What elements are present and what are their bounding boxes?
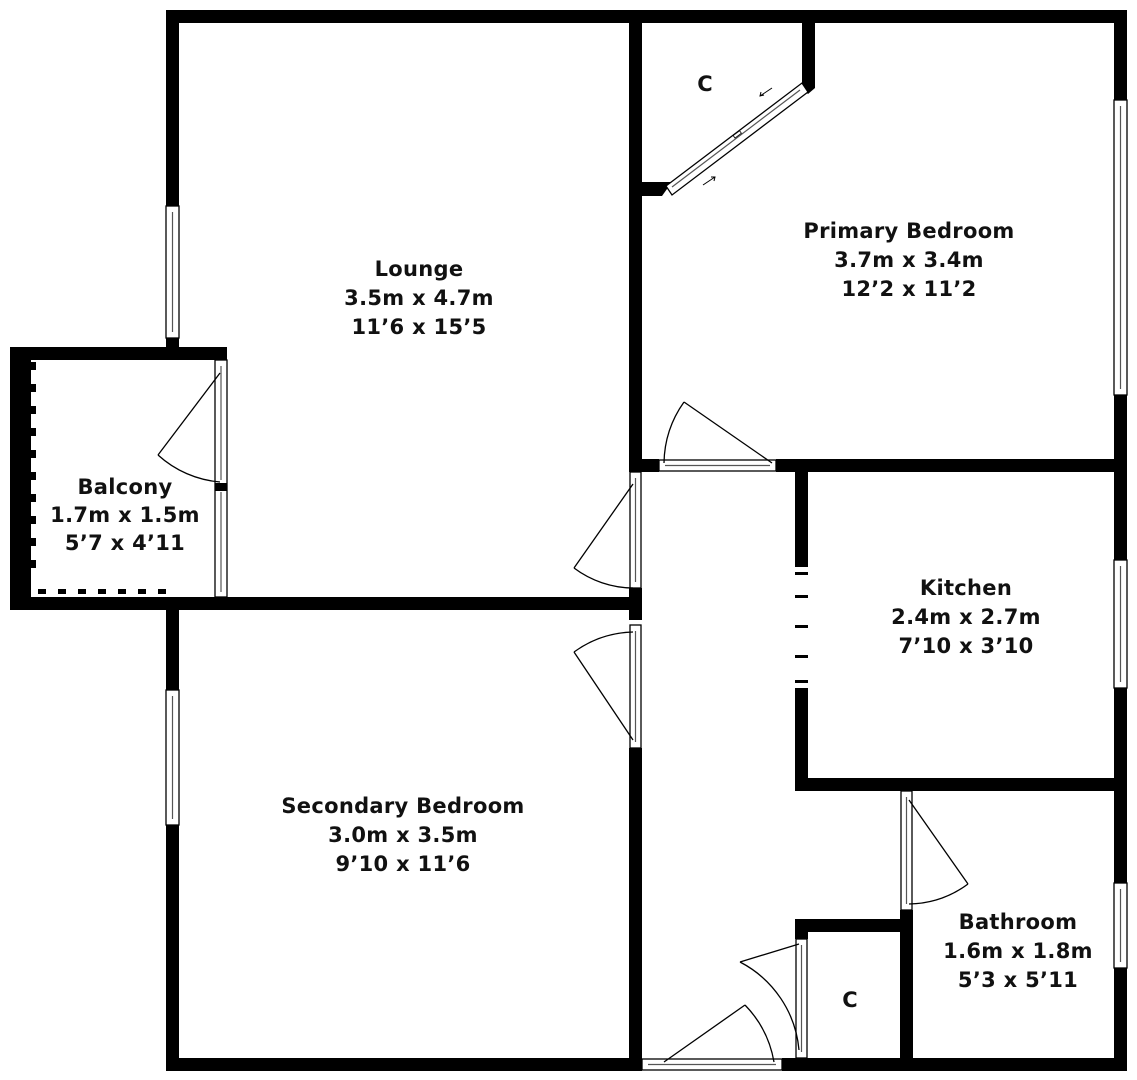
wall-kitchen-left-top bbox=[795, 459, 808, 567]
wall-left-lounge-top bbox=[166, 10, 179, 206]
wall-lounge-primary bbox=[629, 10, 642, 472]
room-name: Bathroom bbox=[959, 910, 1078, 934]
wall-balcony-bottom bbox=[10, 597, 642, 610]
room-metric: 3.7m x 3.4m bbox=[834, 248, 984, 272]
wall-right-2 bbox=[1114, 395, 1127, 560]
door-balcony bbox=[157, 359, 228, 598]
window-primary bbox=[1113, 99, 1128, 396]
wall-hall-left bbox=[629, 748, 642, 1071]
room-label-secondary-bedroom: Secondary Bedroom 3.0m x 3.5m 9’10 x 11’… bbox=[281, 794, 524, 876]
wall-bathroom-left bbox=[900, 910, 913, 1071]
door-lounge bbox=[573, 471, 642, 589]
balcony-railing bbox=[23, 360, 166, 600]
room-imperial: 11’6 x 15’5 bbox=[351, 315, 486, 339]
room-metric: 1.6m x 1.8m bbox=[943, 939, 1093, 963]
room-name: Kitchen bbox=[920, 576, 1012, 600]
room-label-primary-bedroom: Primary Bedroom 3.7m x 3.4m 12’2 x 11’2 bbox=[803, 219, 1014, 301]
room-metric: 2.4m x 2.7m bbox=[891, 605, 1041, 629]
room-name: Lounge bbox=[375, 257, 464, 281]
wall-balcony-top bbox=[10, 347, 227, 360]
wall-kitchen-left-bottom bbox=[795, 688, 808, 791]
sliding-arrow-top bbox=[759, 87, 773, 97]
room-imperial: 12’2 x 11’2 bbox=[841, 277, 976, 301]
door-entrance bbox=[641, 1004, 783, 1071]
room-imperial: 5’3 x 5’11 bbox=[958, 968, 1078, 992]
wall-left-bed2-top bbox=[166, 598, 179, 690]
windows bbox=[165, 99, 1128, 969]
wall-closet-bottom bbox=[629, 182, 672, 196]
window-lounge bbox=[165, 205, 180, 339]
door-bathroom bbox=[900, 790, 969, 911]
wall-top bbox=[166, 10, 1127, 23]
doors bbox=[157, 82, 969, 1071]
window-bathroom bbox=[1113, 882, 1128, 969]
wall-left-bed2-bottom bbox=[166, 825, 179, 1071]
wall-closet-right bbox=[802, 10, 815, 88]
room-label-lounge: Lounge 3.5m x 4.7m 11’6 x 15’5 bbox=[344, 257, 494, 339]
wall-hallcloset-top bbox=[795, 919, 913, 932]
room-imperial: 5’7 x 4’11 bbox=[65, 531, 185, 555]
wall-lounge-right-low bbox=[629, 588, 642, 620]
wall-right-4 bbox=[1114, 968, 1127, 1070]
room-label-bathroom: Bathroom 1.6m x 1.8m 5’3 x 5’11 bbox=[943, 910, 1093, 992]
room-name: Primary Bedroom bbox=[803, 219, 1014, 243]
room-metric: 3.0m x 3.5m bbox=[328, 823, 478, 847]
door-primary bbox=[658, 401, 777, 472]
room-label-kitchen: Kitchen 2.4m x 2.7m 7’10 x 3’10 bbox=[891, 576, 1041, 658]
wall-right-1 bbox=[1114, 10, 1127, 100]
room-name: Secondary Bedroom bbox=[281, 794, 524, 818]
door-closet-sliding bbox=[665, 82, 809, 196]
wall-primary-bottom-left bbox=[629, 459, 659, 472]
room-metric: 1.7m x 1.5m bbox=[50, 503, 200, 527]
wall-bottom-right bbox=[782, 1058, 1127, 1071]
wall-hallcloset-left bbox=[795, 919, 808, 939]
sliding-arrow-bottom bbox=[702, 176, 716, 186]
closet-label-bedroom: C bbox=[697, 72, 712, 96]
wall-balcony-left bbox=[10, 347, 23, 610]
kitchen-opening bbox=[795, 567, 808, 688]
wall-kitchen-bottom bbox=[795, 778, 1127, 791]
room-metric: 3.5m x 4.7m bbox=[344, 286, 494, 310]
closet-label-hall: C bbox=[842, 988, 857, 1012]
room-imperial: 7’10 x 3’10 bbox=[898, 634, 1033, 658]
window-bedroom2 bbox=[165, 689, 180, 826]
window-kitchen bbox=[1113, 559, 1128, 689]
door-hall-closet bbox=[739, 938, 808, 1059]
room-label-balcony: Balcony 1.7m x 1.5m 5’7 x 4’11 bbox=[50, 475, 200, 555]
wall-bottom-left bbox=[166, 1058, 642, 1071]
room-imperial: 9’10 x 11’6 bbox=[335, 852, 470, 876]
wall-primary-bottom-right bbox=[776, 459, 1127, 472]
room-name: Balcony bbox=[78, 475, 173, 499]
walls bbox=[10, 10, 1127, 1071]
door-bedroom2 bbox=[573, 624, 642, 749]
